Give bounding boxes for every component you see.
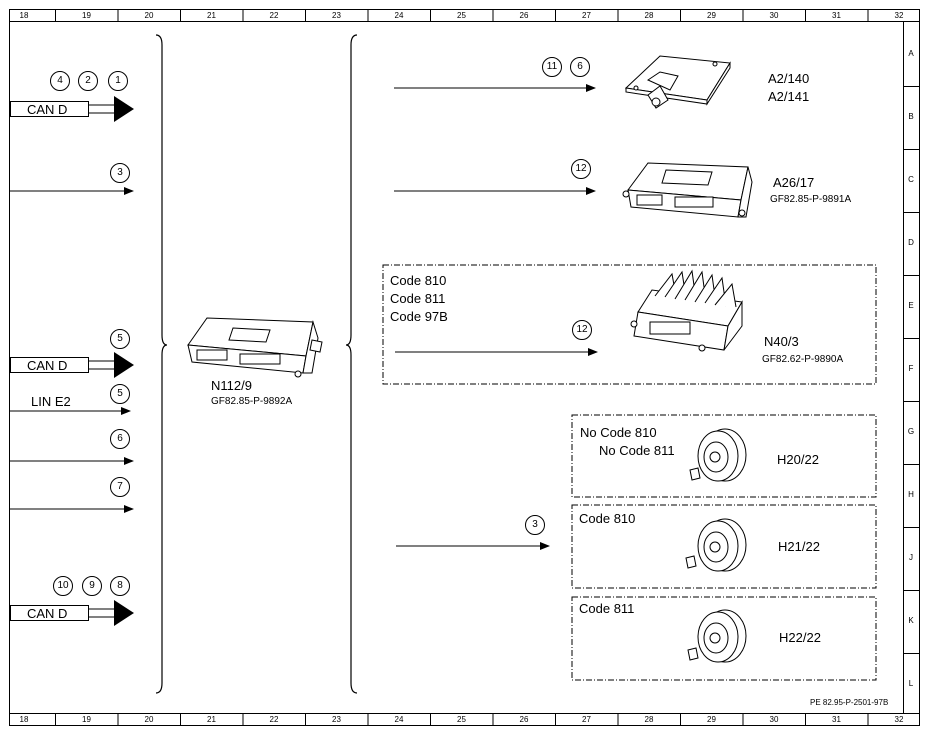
n40-name: N40/3 bbox=[764, 334, 799, 349]
column-label: 22 bbox=[269, 715, 279, 724]
h22-speaker-drawing bbox=[687, 609, 747, 663]
n40-code-box bbox=[382, 264, 877, 385]
column-label: 22 bbox=[269, 11, 279, 20]
output-brace bbox=[345, 34, 358, 694]
lin-e2-label: LIN E2 bbox=[31, 394, 71, 409]
n40-doc: GF82.62-P-9890A bbox=[762, 354, 844, 365]
row-label: E bbox=[908, 301, 914, 310]
row-label: F bbox=[908, 364, 914, 373]
column-label: 30 bbox=[769, 715, 779, 724]
h22-code: Code 811 bbox=[579, 601, 635, 616]
a2-141-name: A2/141 bbox=[768, 89, 810, 104]
column-label: 25 bbox=[457, 715, 466, 724]
ref-circle: 10 bbox=[53, 576, 73, 596]
ref-circle: 1 bbox=[108, 71, 128, 91]
row-label: B bbox=[908, 112, 914, 121]
ref-circle: 5 bbox=[110, 384, 130, 404]
ref-circle: 11 bbox=[542, 57, 562, 77]
ref-circle: 4 bbox=[50, 71, 70, 91]
frame-border bbox=[9, 9, 920, 726]
can-d-label-bottom: CAN D bbox=[10, 605, 89, 621]
a26-name: A26/17 bbox=[773, 175, 815, 190]
h21-code: Code 810 bbox=[579, 511, 636, 526]
row-label: D bbox=[908, 238, 914, 247]
footer-reference: PE 82.95-P-2501-97B bbox=[810, 698, 889, 707]
a26-doc: GF82.85-P-9891A bbox=[770, 194, 852, 205]
ref-circle: 3 bbox=[525, 515, 545, 535]
h21-code-box bbox=[571, 504, 877, 589]
column-label: 24 bbox=[394, 11, 404, 20]
a26-module-drawing bbox=[622, 162, 753, 218]
n40-amplifier-drawing bbox=[630, 269, 743, 352]
column-label: 20 bbox=[144, 11, 154, 20]
ref-circle: 5 bbox=[110, 329, 130, 349]
column-label: 31 bbox=[832, 11, 841, 20]
row-label: K bbox=[908, 616, 914, 625]
h22-code-box bbox=[571, 596, 877, 681]
n40-code-2: Code 811 bbox=[390, 291, 446, 306]
h20-speaker-drawing bbox=[689, 428, 747, 482]
ref-circle: 12 bbox=[571, 159, 591, 179]
column-label: 23 bbox=[332, 715, 341, 724]
h20-code-2: No Code 811 bbox=[599, 443, 675, 458]
h21-speaker-drawing bbox=[685, 518, 747, 572]
h21-name: H21/22 bbox=[778, 539, 820, 554]
column-label: 30 bbox=[769, 11, 779, 20]
a2-140-name: A2/140 bbox=[768, 71, 810, 86]
column-label: 28 bbox=[644, 11, 654, 20]
a2-module-drawing bbox=[624, 55, 731, 109]
row-label: H bbox=[908, 490, 914, 499]
h20-code-box bbox=[571, 414, 877, 498]
row-label: L bbox=[908, 679, 914, 688]
column-label: 23 bbox=[332, 11, 341, 20]
ref-circle: 6 bbox=[570, 57, 590, 77]
row-label: A bbox=[908, 49, 914, 58]
ref-circle: 8 bbox=[110, 576, 130, 596]
column-label: 25 bbox=[457, 11, 466, 20]
column-label: 24 bbox=[394, 715, 404, 724]
column-label: 19 bbox=[82, 715, 91, 724]
h22-name: H22/22 bbox=[779, 630, 821, 645]
row-label: C bbox=[908, 175, 914, 184]
column-label: 26 bbox=[519, 11, 529, 20]
n40-code-1: Code 810 bbox=[390, 273, 447, 288]
ref-circle: 9 bbox=[82, 576, 102, 596]
n112-module-drawing bbox=[187, 317, 323, 378]
ref-circle: 3 bbox=[110, 163, 130, 183]
column-label: 26 bbox=[519, 715, 529, 724]
column-label: 18 bbox=[19, 715, 29, 724]
n112-name: N112/9 bbox=[211, 378, 252, 393]
column-label: 29 bbox=[707, 11, 716, 20]
column-label: 28 bbox=[644, 715, 654, 724]
column-label: 29 bbox=[707, 715, 716, 724]
can-d-arrow-top bbox=[88, 96, 134, 122]
input-brace bbox=[155, 34, 168, 694]
h20-name: H20/22 bbox=[777, 452, 819, 467]
h20-code-1: No Code 810 bbox=[580, 425, 657, 440]
n112-doc: GF82.85-P-9892A bbox=[211, 396, 293, 407]
can-d-label-mid: CAN D bbox=[10, 357, 89, 373]
can-d-arrow-bottom bbox=[88, 600, 134, 626]
column-label: 27 bbox=[582, 11, 591, 20]
column-label: 21 bbox=[207, 715, 216, 724]
column-label: 32 bbox=[894, 11, 904, 20]
column-label: 21 bbox=[207, 11, 216, 20]
ref-circle: 6 bbox=[110, 429, 130, 449]
column-label: 27 bbox=[582, 715, 591, 724]
can-d-arrow-mid bbox=[88, 352, 134, 378]
column-label: 20 bbox=[144, 715, 154, 724]
ref-circle: 12 bbox=[572, 320, 592, 340]
n40-code-3: Code 97B bbox=[390, 309, 448, 324]
column-label: 32 bbox=[894, 715, 904, 724]
row-label: J bbox=[909, 553, 913, 562]
row-label: G bbox=[907, 427, 915, 436]
can-d-label-top: CAN D bbox=[10, 101, 89, 117]
column-label: 19 bbox=[82, 11, 91, 20]
column-label: 31 bbox=[832, 715, 841, 724]
ref-circle: 7 bbox=[110, 477, 130, 497]
column-label: 18 bbox=[19, 11, 29, 20]
ref-circle: 2 bbox=[78, 71, 98, 91]
